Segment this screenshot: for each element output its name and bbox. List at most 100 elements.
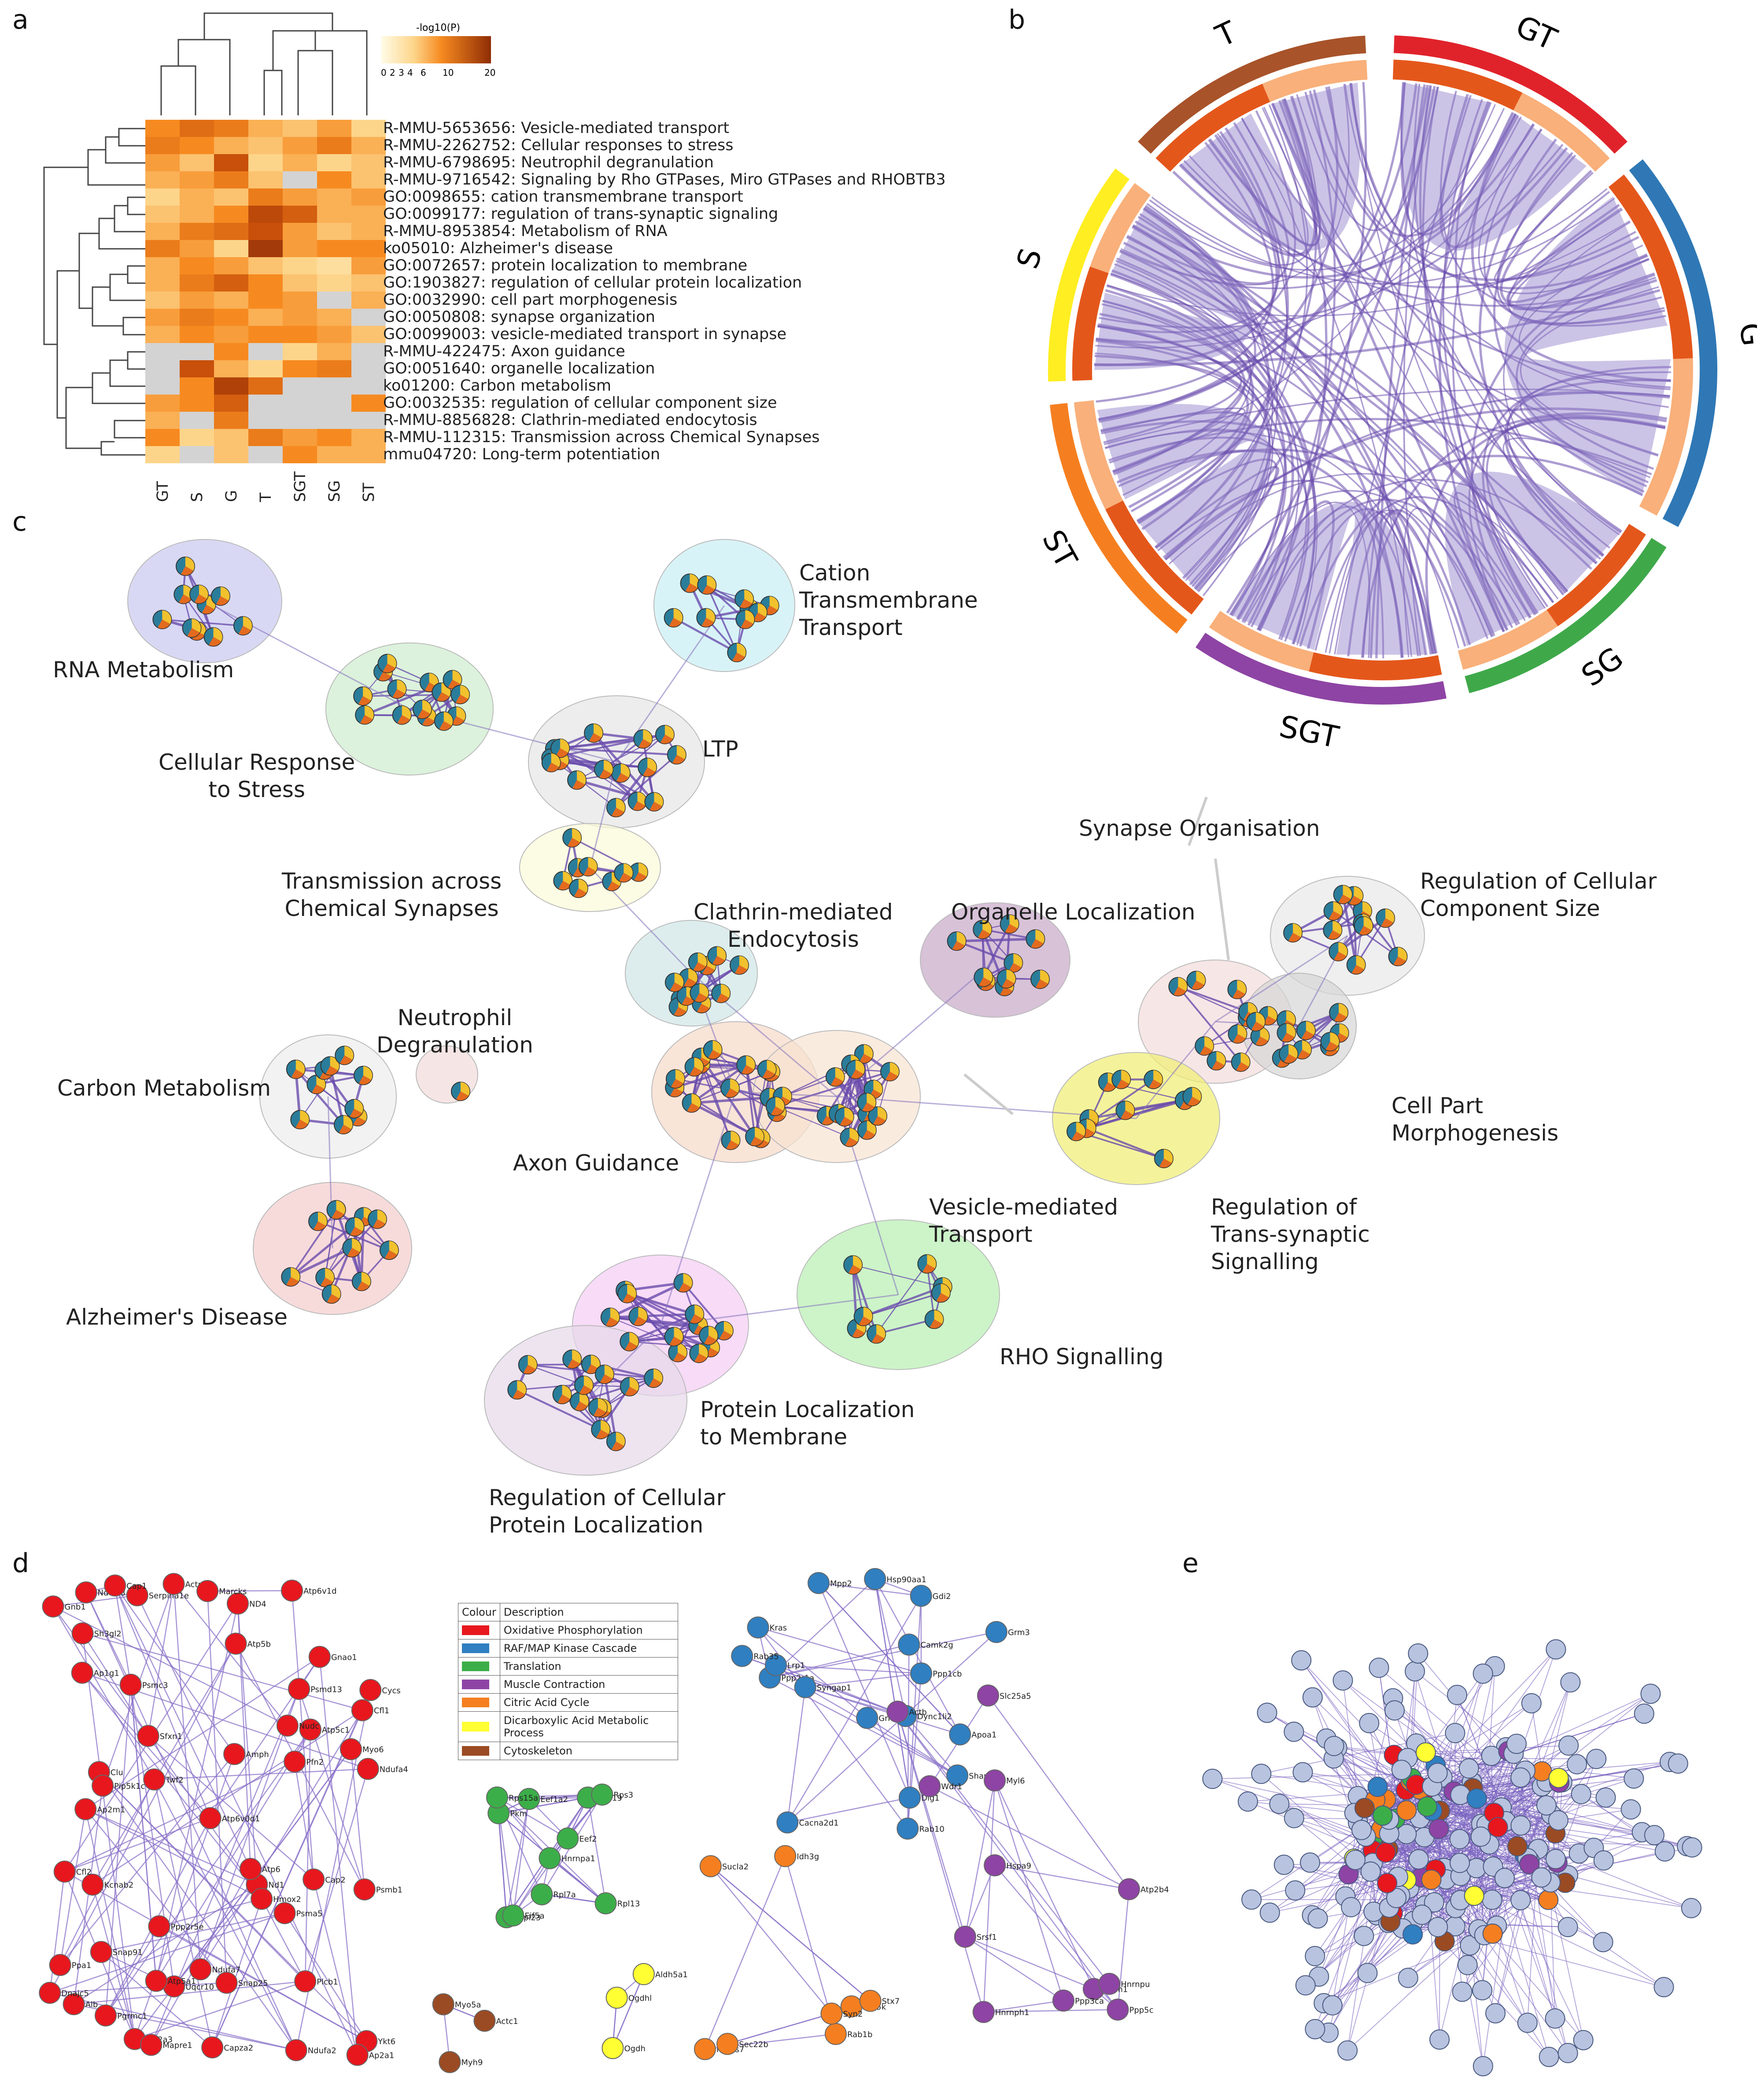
network-edge (863, 1286, 943, 1318)
chord-link (1442, 99, 1539, 614)
protein-edge (769, 1644, 909, 1678)
network-node (290, 1110, 310, 1130)
heatmap-cell (248, 274, 283, 292)
protein-label: Actb (909, 1708, 926, 1717)
network-node (562, 1349, 582, 1369)
protein-node: Twf2 (143, 1768, 184, 1791)
network-node (315, 1268, 335, 1288)
chord-arcs (1048, 35, 1717, 705)
heatmap-cell (180, 360, 214, 377)
network-node (620, 1332, 639, 1351)
merged-node (1653, 1977, 1674, 1997)
heatmap-cell (214, 309, 248, 326)
heatmap-cell (180, 137, 214, 154)
network-node (689, 1344, 709, 1363)
protein-label: Atp2b4 (1140, 1885, 1169, 1894)
network-nodes (152, 556, 1408, 1451)
merged-node (1292, 1762, 1313, 1783)
heatmap-cell (283, 309, 317, 326)
chord-link (1123, 241, 1403, 658)
heatmap-row-label: mmu04720: Long-term potentiation (383, 446, 661, 463)
network-node (1323, 920, 1343, 940)
heatmap-cell (180, 274, 214, 292)
legend-row: Oxidative Phosphorylation (458, 1621, 679, 1639)
merged-node (1485, 2003, 1506, 2023)
protein-edge (710, 1866, 832, 2014)
protein-node: Cacna2d1 (776, 1811, 839, 1834)
network-node (413, 699, 432, 719)
heatmap-cell (145, 343, 180, 360)
network-node (682, 1093, 701, 1113)
network-node (606, 1432, 626, 1451)
protein-edge (81, 1672, 262, 1899)
chord-link (1375, 84, 1426, 658)
protein-node: Camk2g (898, 1633, 953, 1656)
chord-links (1094, 82, 1671, 659)
heatmap-cell (351, 377, 386, 395)
merged-node (1408, 1849, 1429, 1870)
network-edge (1086, 1096, 1192, 1130)
heatmap-cell (317, 257, 351, 274)
protein-edge (64, 1817, 210, 1872)
protein-label: Ndufa7 (212, 1965, 240, 1975)
merged-node (1482, 1890, 1502, 1910)
merged-node (1450, 1853, 1470, 1873)
protein-node: Myo5a (432, 1993, 481, 2016)
merged-node (1305, 1946, 1325, 1967)
protein-node: Dlg1 (898, 1787, 940, 1809)
protein-node: Rab35 (731, 1645, 779, 1667)
network-node (843, 1255, 863, 1275)
chord-segment-label: G (1733, 321, 1757, 347)
protein-label: Pgrmc1 (117, 2012, 147, 2021)
protein-label: Ykt6 (377, 2037, 395, 2046)
protein-label: Mapre1 (162, 2041, 192, 2050)
merged-node (1337, 2040, 1358, 2061)
cluster-link (327, 1096, 333, 1249)
network-edge (745, 1065, 762, 1139)
merged-node (1624, 1768, 1644, 1789)
protein-node: Hspa9 (984, 1854, 1031, 1876)
protein-label: Syn2 (843, 2010, 863, 2019)
network-edge (682, 1282, 725, 1332)
merged-edge (1492, 1866, 1550, 2057)
merged-node (1634, 1703, 1654, 1724)
protein-label: Sucla2 (722, 1862, 749, 1872)
heatmap-cell (214, 257, 248, 274)
heatmap-cell (248, 154, 283, 171)
merged-node (1405, 1661, 1425, 1682)
merged-node (1449, 1829, 1470, 1850)
protein-edge (49, 1912, 285, 1994)
chord-ribbon (1229, 501, 1428, 655)
heatmap-cell (351, 240, 386, 257)
colorbar (381, 36, 491, 63)
network-node (1207, 1051, 1226, 1071)
network-node (182, 618, 202, 638)
protein-edge (587, 1797, 606, 1904)
network-node (518, 1355, 538, 1375)
heatmap-row-label: R-MMU-8953854: Metabolism of RNA (383, 222, 668, 240)
heatmap-cell (145, 188, 180, 206)
protein-label: Cfl1 (374, 1706, 389, 1716)
network-node (1030, 969, 1050, 989)
protein-node: Rpl7a (531, 1883, 576, 1905)
chord-link (1100, 407, 1246, 473)
protein-edge (787, 1797, 910, 1823)
legend-label: Dicarboxylic Acid Metabolic Process (499, 1711, 679, 1742)
chord-link (1137, 458, 1278, 591)
network-node (308, 1211, 328, 1231)
network-node (825, 1067, 845, 1087)
network-node (1228, 1024, 1247, 1044)
chord-link (1258, 498, 1513, 631)
merged-node (1284, 1721, 1304, 1742)
protein-node: Atp5b (225, 1632, 271, 1655)
merged-node (1464, 1886, 1484, 1906)
protein-nodes: ND4Ndufs8Uqcr10Ndufa7Nd1Ndufa2Ndufa4Atp5… (39, 1568, 1169, 2073)
merged-node (1354, 1798, 1375, 1818)
network-edge (1086, 1127, 1164, 1159)
network-node (611, 763, 631, 783)
protein-edge (897, 1711, 1118, 2010)
chord-link (1262, 107, 1559, 600)
protein-node: Cap2 (303, 1868, 346, 1890)
network-node (834, 1107, 854, 1127)
protein-label: Pkm (510, 1809, 527, 1819)
